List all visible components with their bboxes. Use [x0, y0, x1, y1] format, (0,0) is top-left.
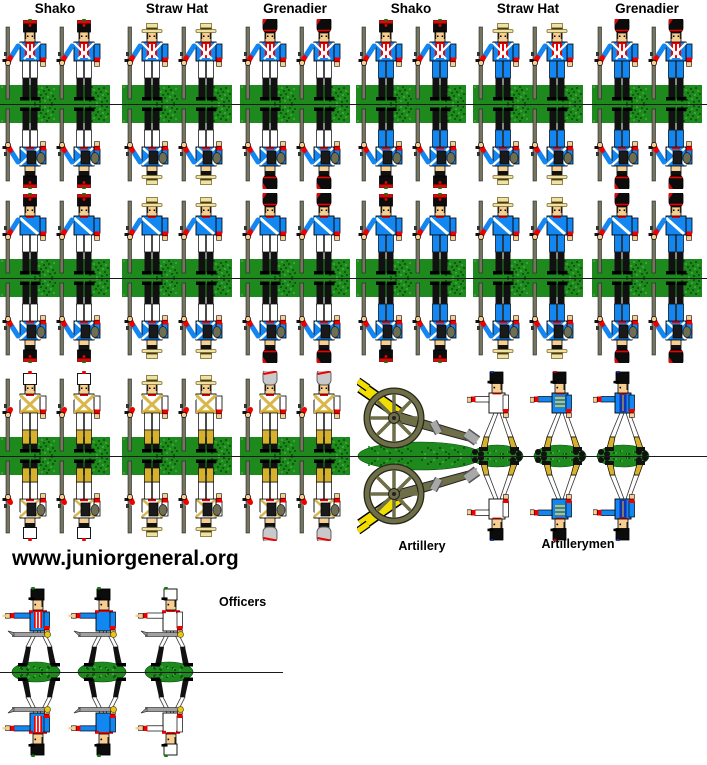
officers-label: Officers	[219, 595, 267, 609]
infantry-pair	[240, 371, 350, 541]
column-label: Grenadier	[615, 1, 679, 16]
fold-line	[0, 104, 707, 105]
site-url-text: www.juniorgeneral.org	[12, 547, 239, 570]
infantry-pair	[0, 193, 110, 363]
infantry-pair	[122, 19, 232, 189]
infantry-pair	[0, 371, 110, 541]
infantry-pair	[356, 193, 466, 363]
infantry-pair	[122, 371, 232, 541]
infantry-pair	[592, 193, 702, 363]
infantry-pair	[473, 19, 583, 189]
fold-line	[0, 672, 283, 673]
column-label: Shako	[390, 1, 432, 16]
artillerymen-label: Artillerymen	[541, 537, 615, 551]
column-label: Straw Hat	[145, 1, 209, 16]
infantry-pair	[473, 193, 583, 363]
infantry-pair	[240, 19, 350, 189]
artillery-label: Artillery	[398, 539, 446, 553]
infantry-pair	[592, 19, 702, 189]
infantry-pair	[0, 19, 110, 189]
infantry-pair	[240, 193, 350, 363]
column-label: Straw Hat	[496, 1, 560, 16]
infantry-pair	[122, 193, 232, 363]
artilleryman	[530, 371, 590, 541]
officer	[2, 587, 74, 757]
cannon-unit	[357, 371, 487, 541]
artilleryman	[467, 371, 527, 541]
infantry-pair	[356, 19, 466, 189]
fold-line	[0, 278, 707, 279]
officer	[68, 587, 140, 757]
column-label: Shako	[34, 1, 76, 16]
column-label: Grenadier	[263, 1, 327, 16]
officer	[135, 587, 207, 757]
fold-line	[0, 456, 707, 457]
artilleryman	[593, 371, 653, 541]
